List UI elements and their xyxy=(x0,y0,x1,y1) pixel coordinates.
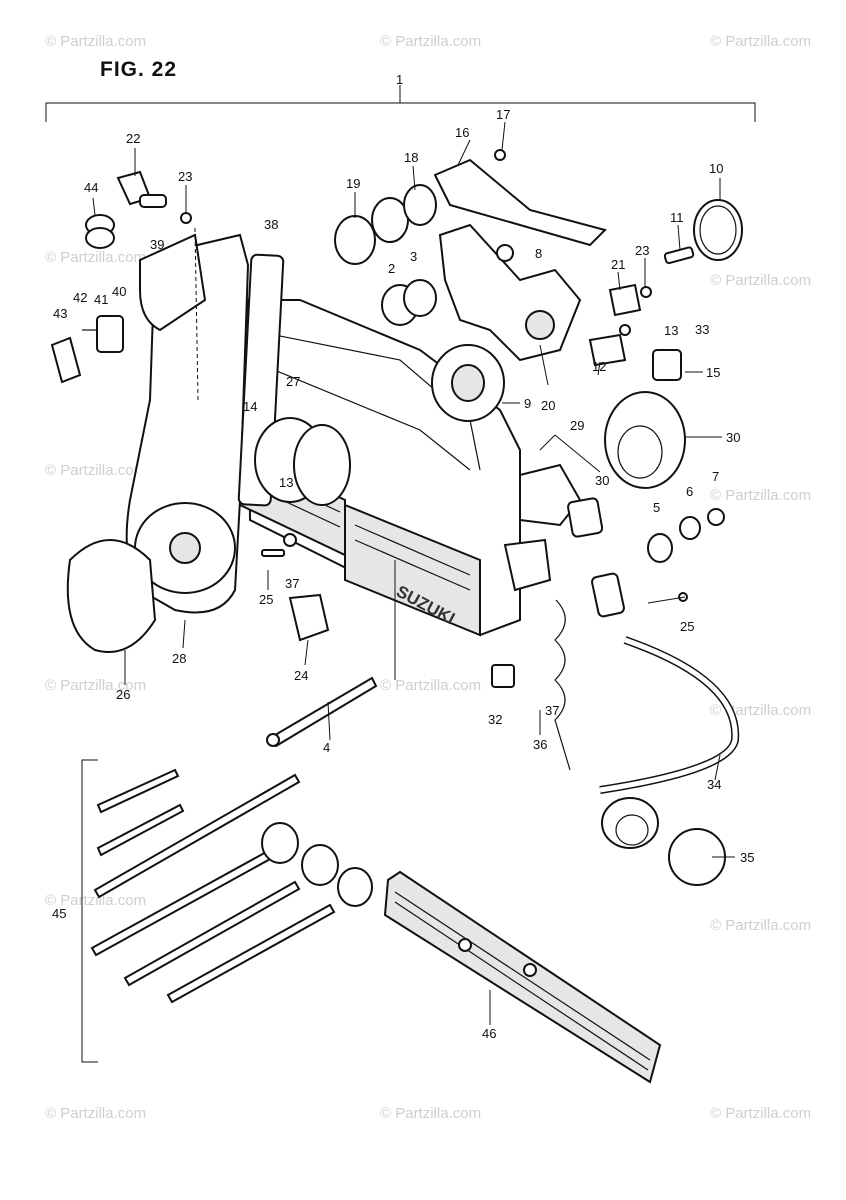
watermark: © Partzilla.com xyxy=(710,33,811,50)
watermark: © Partzilla.com xyxy=(45,1105,146,1122)
callout-7: 7 xyxy=(712,469,719,484)
callout-15: 15 xyxy=(706,365,720,380)
key-switch-assembly xyxy=(491,391,740,886)
callout-34: 34 xyxy=(707,777,721,792)
callout-37b: 37 xyxy=(545,703,559,718)
callout-10: 10 xyxy=(709,161,723,176)
callout-35: 35 xyxy=(740,850,754,865)
watermark: © Partzilla.com xyxy=(380,677,481,694)
callout-3: 3 xyxy=(410,249,417,264)
callout-19: 19 xyxy=(346,176,360,191)
watermarks: © Partzilla.com © Partzilla.com © Partzi… xyxy=(45,33,811,1122)
callout-36: 36 xyxy=(533,737,547,752)
cam-plates xyxy=(254,149,607,506)
callout-42: 42 xyxy=(73,290,87,305)
callout-17: 17 xyxy=(496,107,510,122)
callout-41: 41 xyxy=(94,292,108,307)
callout-23a: 23 xyxy=(178,169,192,184)
callout-labels: 1 2 3 4 5 6 7 8 9 10 11 12 13 13 14 15 1… xyxy=(52,72,754,1041)
watermark: © Partzilla.com xyxy=(45,892,146,909)
callout-39: 39 xyxy=(150,237,164,252)
watermark: © Partzilla.com xyxy=(45,462,146,479)
watermark: © Partzilla.com xyxy=(45,677,146,694)
callout-12: 12 xyxy=(592,359,606,374)
trim-panel xyxy=(383,870,662,1084)
watermark: © Partzilla.com xyxy=(380,1105,481,1122)
callout-11: 11 xyxy=(670,210,684,225)
figure-title: FIG. 22 xyxy=(100,58,178,81)
callout-9: 9 xyxy=(524,396,531,411)
callout-20: 20 xyxy=(541,398,555,413)
callout-37a: 37 xyxy=(285,576,299,591)
callout-24: 24 xyxy=(294,668,308,683)
cable-ties xyxy=(90,768,373,1004)
watermark: © Partzilla.com xyxy=(710,487,811,504)
watermark: © Partzilla.com xyxy=(710,272,811,289)
long-screw xyxy=(266,676,378,748)
callout-22: 22 xyxy=(126,131,140,146)
callout-33: 33 xyxy=(695,322,709,337)
watermark: © Partzilla.com xyxy=(45,33,146,50)
grip-parts xyxy=(50,170,192,384)
callout-28: 28 xyxy=(172,651,186,666)
callout-38: 38 xyxy=(264,217,278,232)
callout-26: 26 xyxy=(116,687,130,702)
callout-30b: 30 xyxy=(726,430,740,445)
callout-5: 5 xyxy=(653,500,660,515)
watermark: © Partzilla.com xyxy=(380,33,481,50)
callout-21: 21 xyxy=(611,257,625,272)
callout-13b: 13 xyxy=(279,475,293,490)
callout-8: 8 xyxy=(535,246,542,261)
assembly-bracket xyxy=(45,85,756,1063)
callout-25a: 25 xyxy=(259,592,273,607)
callout-13a: 13 xyxy=(664,323,678,338)
callout-23b: 23 xyxy=(635,243,649,258)
small-parts-center xyxy=(261,533,330,642)
watermark: © Partzilla.com xyxy=(710,917,811,934)
right-side-parts xyxy=(588,199,743,381)
callout-16: 16 xyxy=(455,125,469,140)
callout-45: 45 xyxy=(52,906,66,921)
watermark: © Partzilla.com xyxy=(710,1105,811,1122)
leader-lines xyxy=(92,121,735,1025)
callout-6: 6 xyxy=(686,484,693,499)
callout-18: 18 xyxy=(404,150,418,165)
callout-43: 43 xyxy=(53,306,67,321)
callout-46: 46 xyxy=(482,1026,496,1041)
control-lever xyxy=(66,227,285,653)
watermark: © Partzilla.com xyxy=(45,249,146,266)
callout-29: 29 xyxy=(570,418,584,433)
callout-40: 40 xyxy=(112,284,126,299)
callout-1: 1 xyxy=(396,72,403,87)
callout-2: 2 xyxy=(388,261,395,276)
callout-14: 14 xyxy=(243,399,257,414)
callout-25b: 25 xyxy=(680,619,694,634)
callout-30a: 30 xyxy=(595,473,609,488)
callout-4: 4 xyxy=(323,740,330,755)
callout-32: 32 xyxy=(488,712,502,727)
callout-27: 27 xyxy=(286,374,300,389)
callout-44: 44 xyxy=(84,180,98,195)
